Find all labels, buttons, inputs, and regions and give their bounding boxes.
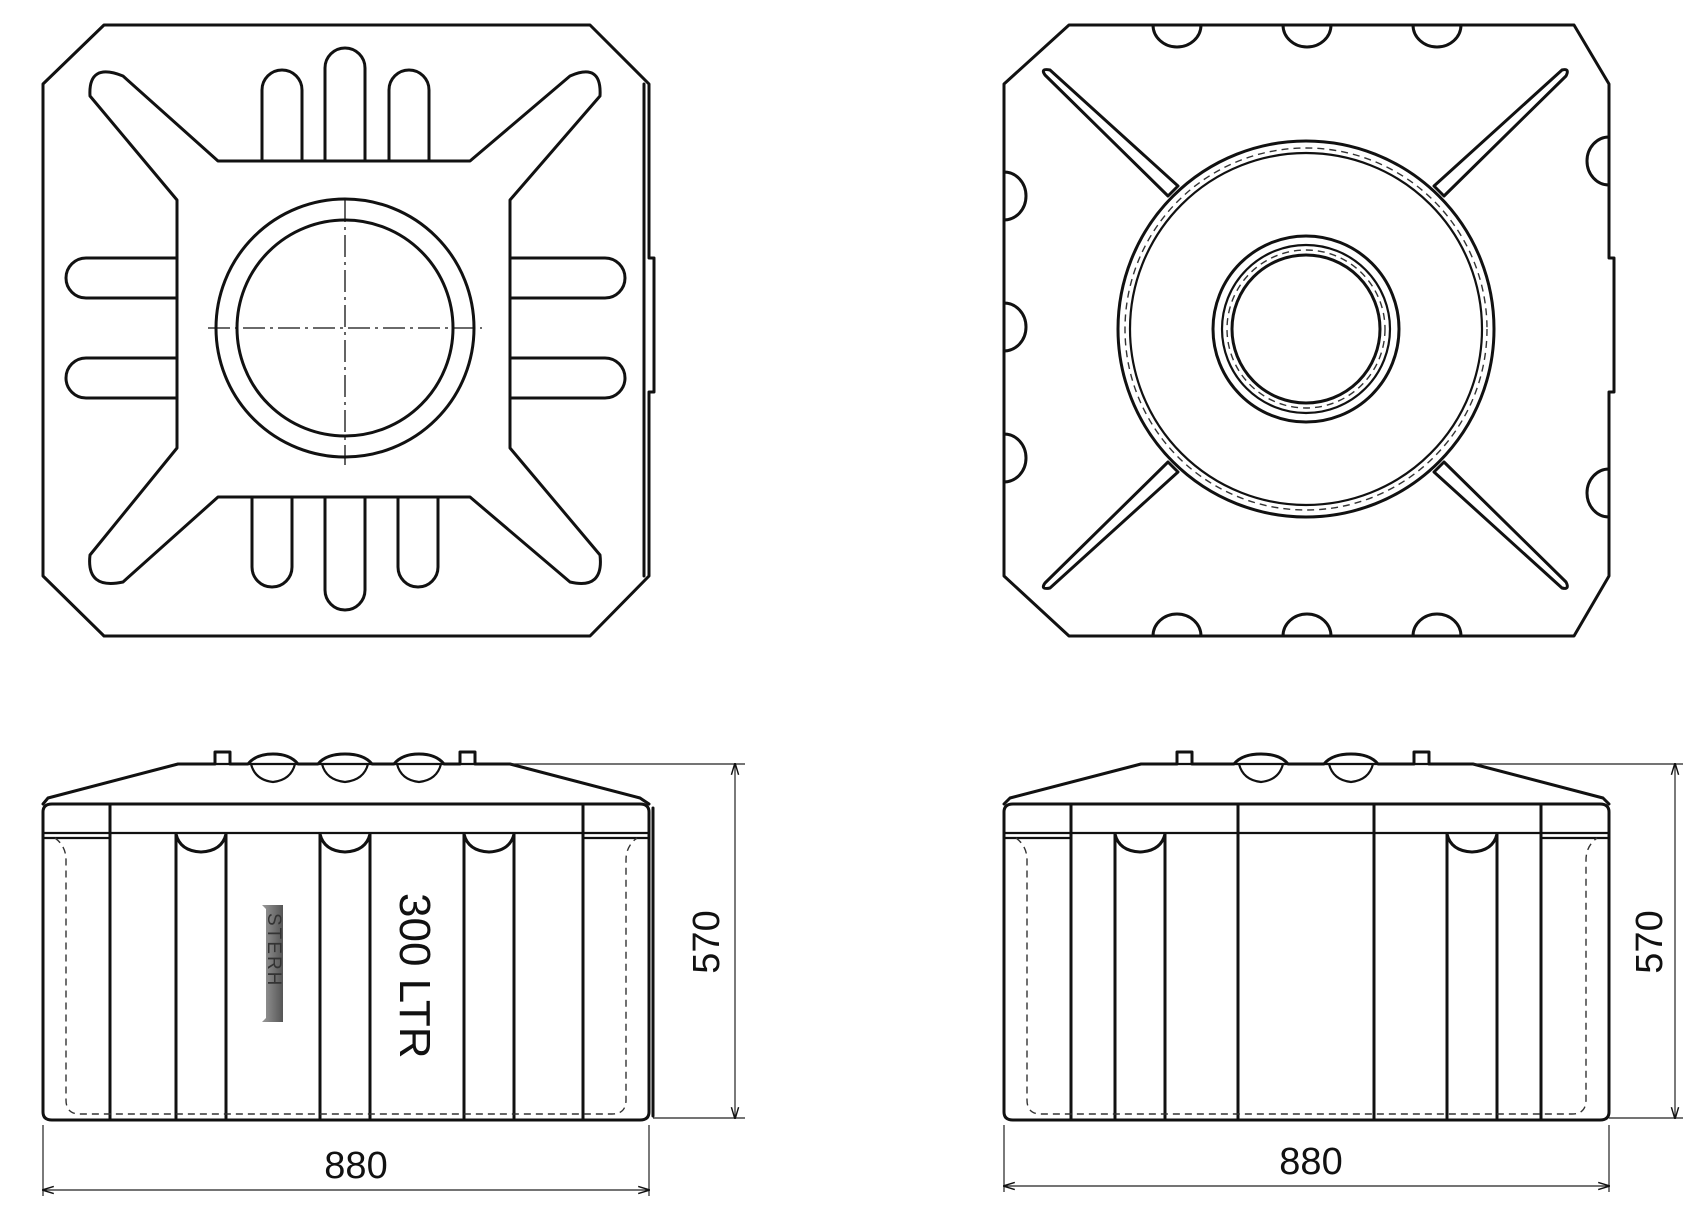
top-plan-outline [41, 23, 656, 638]
brand-logo-text: STERH [263, 913, 284, 987]
diagonal-ribs [1041, 68, 1569, 590]
width-dimension-text: 880 [1279, 1141, 1342, 1183]
hub-hidden-ring [1226, 249, 1386, 409]
channel [1113, 832, 1167, 1120]
front-elevation-view: STERH 300 LTR 880 570 [41, 750, 745, 1196]
channel [1445, 832, 1499, 1120]
front-hidden-wall [54, 837, 638, 1115]
left-ribs [64, 256, 179, 400]
rib [323, 46, 367, 163]
height-dimension-text: 570 [686, 910, 728, 973]
scallop [1002, 432, 1028, 484]
front-body-outline [41, 802, 651, 1122]
scallop [1411, 612, 1463, 638]
side-dimensions: 880 570 [1004, 764, 1683, 1192]
rib [1041, 68, 1180, 198]
rib [508, 356, 627, 400]
height-dimension-text: 570 [1629, 910, 1671, 973]
rib [396, 495, 440, 589]
bottom-plan-view [1002, 23, 1616, 638]
bottom-plan-outline [1002, 23, 1616, 638]
hub-outer-ring [1211, 234, 1401, 424]
base-outer-ring [1116, 139, 1496, 519]
top-plan-view [41, 23, 656, 638]
side-hidden-wall [1015, 837, 1598, 1115]
front-lid-profile [41, 750, 651, 806]
right-ribs [508, 256, 627, 400]
rib [387, 68, 431, 163]
side-channels [1113, 832, 1499, 1120]
rib [64, 256, 179, 300]
scallop [1411, 23, 1463, 49]
rib [64, 356, 179, 400]
scallop [1151, 23, 1203, 49]
scallop [1151, 612, 1203, 638]
channel [318, 832, 372, 1120]
lid-bosses [1237, 763, 1375, 784]
rib [260, 68, 304, 163]
base-ring-inner [1128, 151, 1484, 507]
top-ribs [260, 46, 431, 163]
scallop [1002, 170, 1028, 222]
rib [1041, 460, 1180, 590]
side-body-outline [1002, 802, 1611, 1122]
side-lid-profile [1002, 750, 1611, 806]
rib [323, 495, 367, 612]
lid-bosses [249, 763, 443, 784]
side-elevation-view: 880 570 [1002, 750, 1683, 1192]
scallop [1002, 301, 1028, 353]
rib [250, 495, 294, 589]
front-channels [174, 832, 516, 1120]
scallop [1281, 612, 1333, 638]
capacity-label: 300 LTR [390, 893, 439, 1059]
brand-logo: STERH [262, 905, 284, 1022]
scallop [1585, 135, 1611, 187]
hub-mid-ring [1220, 243, 1392, 415]
channel [174, 832, 228, 1120]
rib [1432, 68, 1569, 198]
width-dimension-text: 880 [324, 1145, 387, 1187]
top-plan-cross-deck [88, 70, 602, 585]
rib [508, 256, 627, 300]
bottom-ribs [250, 495, 440, 612]
rib [1432, 460, 1569, 590]
foot-scallops [1002, 23, 1611, 638]
logo-bar [262, 905, 283, 1022]
base-ring-hidden [1124, 147, 1488, 511]
hub-inner-ring [1230, 253, 1382, 405]
scallop [1281, 23, 1333, 49]
channel [462, 832, 516, 1120]
front-dimensions: 880 570 [43, 764, 745, 1196]
scallop [1585, 467, 1611, 519]
